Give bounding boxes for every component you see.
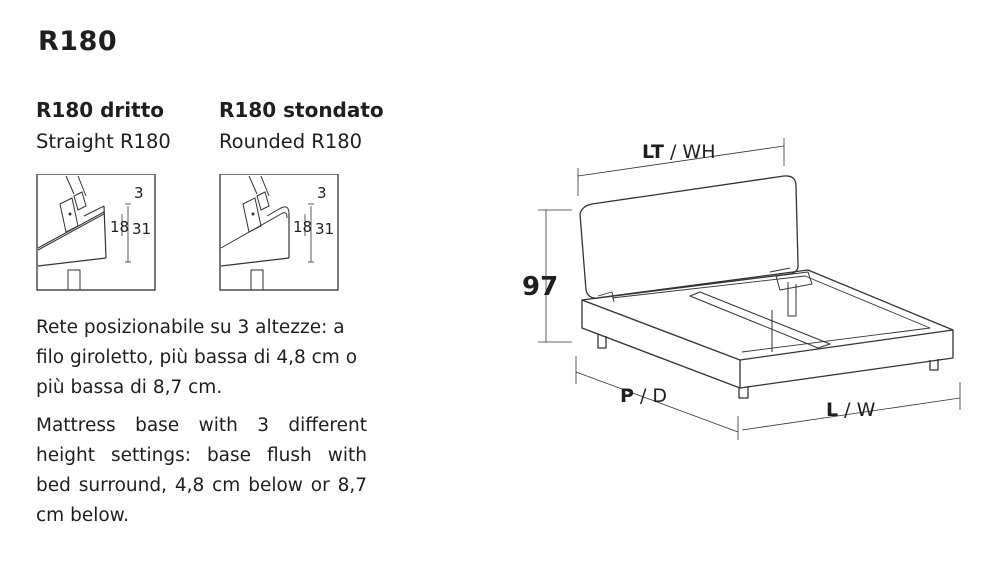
- width-label: L / W: [826, 399, 876, 421]
- depth-label: P / D: [620, 385, 667, 407]
- headboard-width-label: LT / WH: [642, 141, 716, 163]
- straight-section-detail: 3 18 31: [36, 174, 156, 291]
- headboard: [579, 175, 799, 299]
- leg: [738, 386, 749, 399]
- variant-straight: R180 dritto Straight R180 3 18 31: [36, 98, 211, 291]
- center-support: [787, 282, 797, 317]
- rounded-section-detail: 3 18 31: [219, 174, 339, 291]
- variant-rounded: R180 stondato Rounded R180 3 18 31: [219, 98, 394, 291]
- height-value: 97: [522, 272, 558, 302]
- description-italian: Rete posizionabile su 3 altezze: a filo …: [36, 317, 358, 398]
- leg: [597, 334, 607, 349]
- center-rail: [689, 291, 831, 349]
- variant-subtitle: Rounded R180: [219, 130, 363, 153]
- dim-inner: 18: [110, 218, 129, 236]
- variant-subtitle: Straight R180: [36, 130, 171, 153]
- page-title: R180: [38, 26, 118, 57]
- dim-top: 3: [134, 184, 144, 202]
- variant-name: R180 dritto: [36, 98, 165, 122]
- dim-outer: 31: [315, 220, 334, 238]
- dim-inner: 18: [293, 218, 312, 236]
- description-english: Mattress base with 3 different height se…: [36, 415, 367, 526]
- frame-front-left: [581, 300, 741, 389]
- frame-front-right: [739, 330, 954, 389]
- leg: [929, 359, 939, 371]
- dim-outer: 31: [132, 220, 151, 238]
- dim-top: 3: [317, 184, 327, 202]
- bed-drawing: LT / WH 97 P / D L / W: [522, 138, 961, 440]
- variant-name: R180 stondato: [219, 98, 384, 122]
- frame-top: [581, 269, 954, 361]
